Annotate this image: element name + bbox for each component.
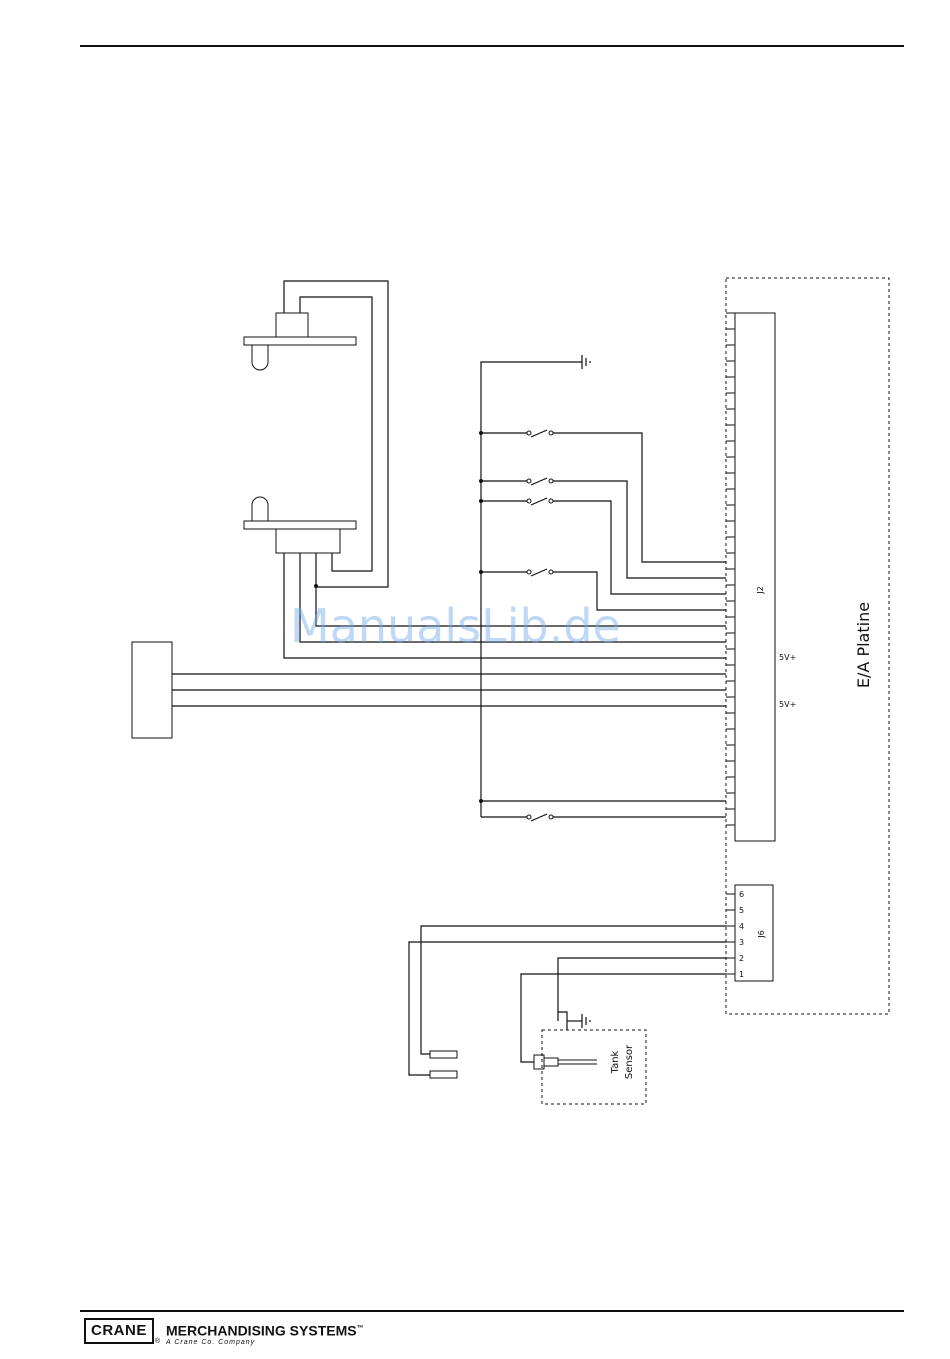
j6-label: J6 (757, 930, 766, 938)
footer-rule (80, 1310, 904, 1312)
sensor-label-line1: Tank (610, 1050, 621, 1074)
registered-mark: ® (155, 1338, 160, 1345)
footer-logo: CRANE ® MERCHANDISING SYSTEMS™ A Crane C… (84, 1318, 364, 1348)
tank-sensor (521, 958, 726, 1104)
label-5v-a: 5V+ (779, 653, 796, 662)
j6-pin-ticks (726, 894, 735, 974)
company-tagline: A Crane Co. Company (166, 1339, 364, 1346)
j6-pin-label: 5 (739, 906, 744, 915)
j2-label: J2 (756, 586, 765, 594)
j2-pin-ticks (726, 329, 735, 825)
trademark: ™ (357, 1325, 364, 1332)
left-module (132, 642, 726, 738)
connector-j2 (726, 313, 775, 841)
j6-pin-label: 6 (739, 890, 744, 899)
board-label: E/A Platine (854, 602, 873, 688)
label-5v-b: 5V+ (779, 700, 796, 709)
j6-pin-labels: 6 5 4 3 2 1 (739, 890, 744, 979)
upper-actuator (244, 281, 388, 587)
j6-pin-label: 4 (739, 922, 744, 931)
sensor-label-line2: Sensor (624, 1044, 635, 1079)
j6-pin-label: 3 (739, 938, 744, 947)
watermark: ManualsLib.de (290, 599, 621, 653)
division-name: MERCHANDISING SYSTEMS™ (166, 1321, 364, 1339)
j6-pin-label: 2 (739, 954, 744, 963)
switch-bus (479, 355, 726, 821)
division-text: MERCHANDISING SYSTEMS (166, 1323, 357, 1339)
j6-pin-label: 1 (739, 970, 744, 979)
crane-brand: CRANE (84, 1318, 154, 1344)
level-probes (409, 926, 726, 1078)
